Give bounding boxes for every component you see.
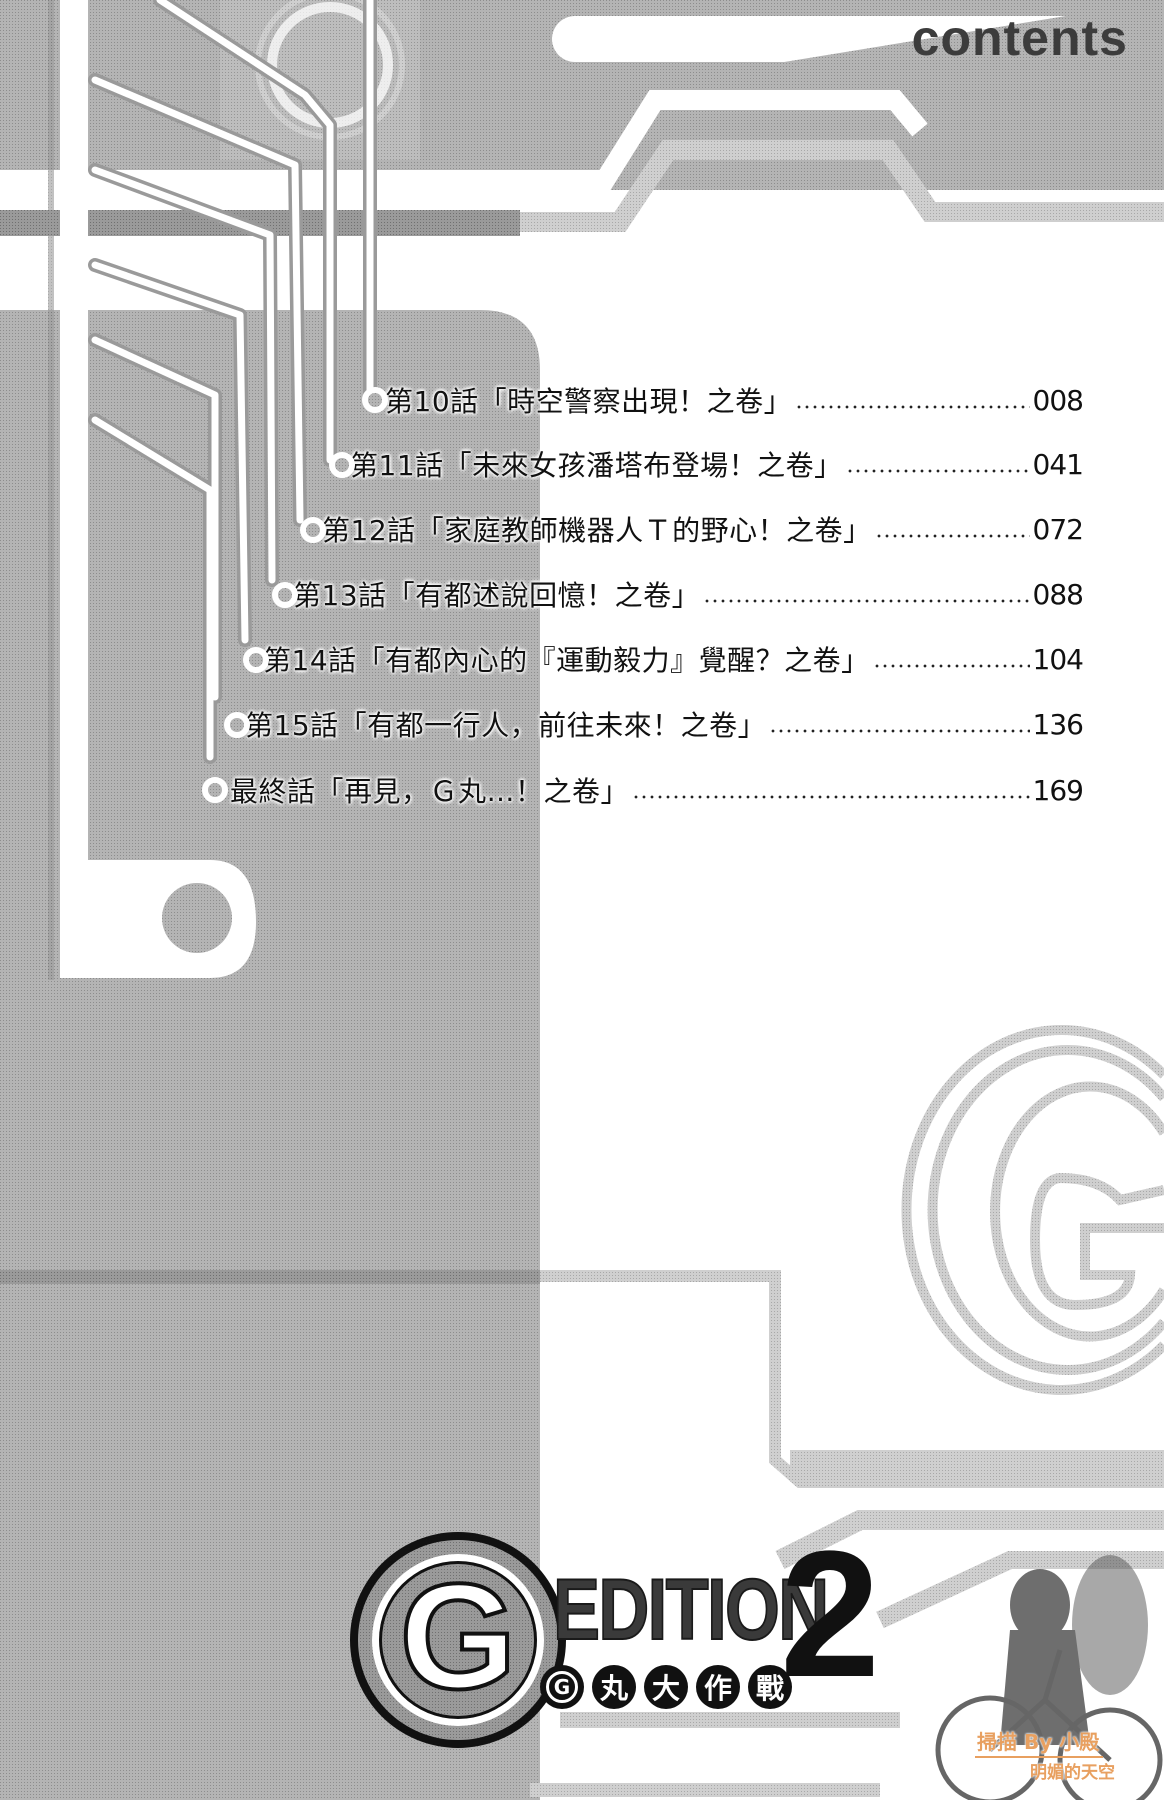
node-dot-icon [243, 647, 269, 673]
scan-group-name: 明媚的天空 [1030, 1763, 1115, 1783]
toc-entry[interactable]: 第14話 「有都內心的『運動毅力』覺醒？之卷」 104 [263, 637, 1084, 681]
contents-heading: contents [911, 10, 1128, 66]
page-number: 072 [1032, 512, 1084, 546]
dot-leader [872, 664, 1030, 668]
chapter-number: 最終話 [230, 775, 316, 808]
dot-leader [769, 729, 1030, 733]
page-number: 136 [1032, 707, 1084, 741]
node-dot-icon [329, 452, 355, 478]
node-dot-icon [272, 582, 298, 608]
chapter-number: 第10話 [385, 385, 479, 418]
dot-leader [845, 469, 1030, 473]
chapter-number: 第14話 [263, 644, 357, 677]
dot-leader [703, 599, 1030, 603]
chapter-title: 「有都一行人，前往未來！之卷」 [338, 709, 767, 742]
page-number: 008 [1032, 383, 1084, 417]
dot-leader [795, 405, 1030, 409]
toc-entry[interactable]: 第15話 「有都一行人，前往未來！之卷」 136 [245, 702, 1084, 746]
volume-number: 2 [780, 1514, 881, 1715]
logo-subtitle: G 丸 大 作 戰 [540, 1665, 792, 1709]
node-dot-icon [202, 777, 228, 803]
scan-credit: 掃描 By 小殿 [975, 1726, 1104, 1758]
svg-text:G: G [400, 1552, 517, 1720]
logo-subtitle-char: 作 [696, 1665, 740, 1709]
logo-subtitle-char: 大 [644, 1665, 688, 1709]
chapter-title: 「時空警察出現！之卷」 [478, 385, 793, 418]
chapter-title: 「未來女孩潘塔布登場！之卷」 [443, 449, 843, 482]
node-dot-icon [362, 387, 388, 413]
dot-leader [874, 534, 1030, 538]
toc-entry[interactable]: 第12話 「家庭教師機器人Ｔ的野心！之卷」 072 [322, 507, 1084, 551]
node-dot-icon [224, 712, 250, 738]
logo-subtitle-char: 丸 [592, 1665, 636, 1709]
logo-subtitle-char: 戰 [748, 1665, 792, 1709]
toc-entry[interactable]: 第10話 「時空警察出現！之卷」 008 [385, 378, 1084, 422]
dot-leader [632, 795, 1030, 799]
node-dot-icon [300, 517, 326, 543]
page-number: 104 [1032, 642, 1084, 676]
toc-entry[interactable]: 第13話 「有都述說回憶！之卷」 088 [293, 572, 1084, 616]
chapter-number: 第15話 [245, 709, 339, 742]
toc-entry[interactable]: 最終話 「再見，Ｇ丸…！之卷」 169 [230, 768, 1084, 812]
logo-subtitle-char: G [540, 1665, 584, 1709]
logo-edition-word: EDITION [552, 1562, 830, 1658]
page-number: 169 [1032, 773, 1084, 807]
chapter-title: 「再見，Ｇ丸…！之卷」 [315, 775, 630, 808]
chapter-number: 第13話 [293, 579, 387, 612]
chapter-title: 「家庭教師機器人Ｔ的野心！之卷」 [415, 514, 872, 547]
chapter-title: 「有都內心的『運動毅力』覺醒？之卷」 [356, 644, 870, 677]
page-number: 088 [1032, 577, 1084, 611]
page-number: 041 [1032, 447, 1084, 481]
chapter-number: 第12話 [322, 514, 416, 547]
chapter-title: 「有都述說回憶！之卷」 [386, 579, 701, 612]
chapter-number: 第11話 [350, 449, 444, 482]
toc-entry[interactable]: 第11話 「未來女孩潘塔布登場！之卷」 041 [350, 442, 1084, 486]
